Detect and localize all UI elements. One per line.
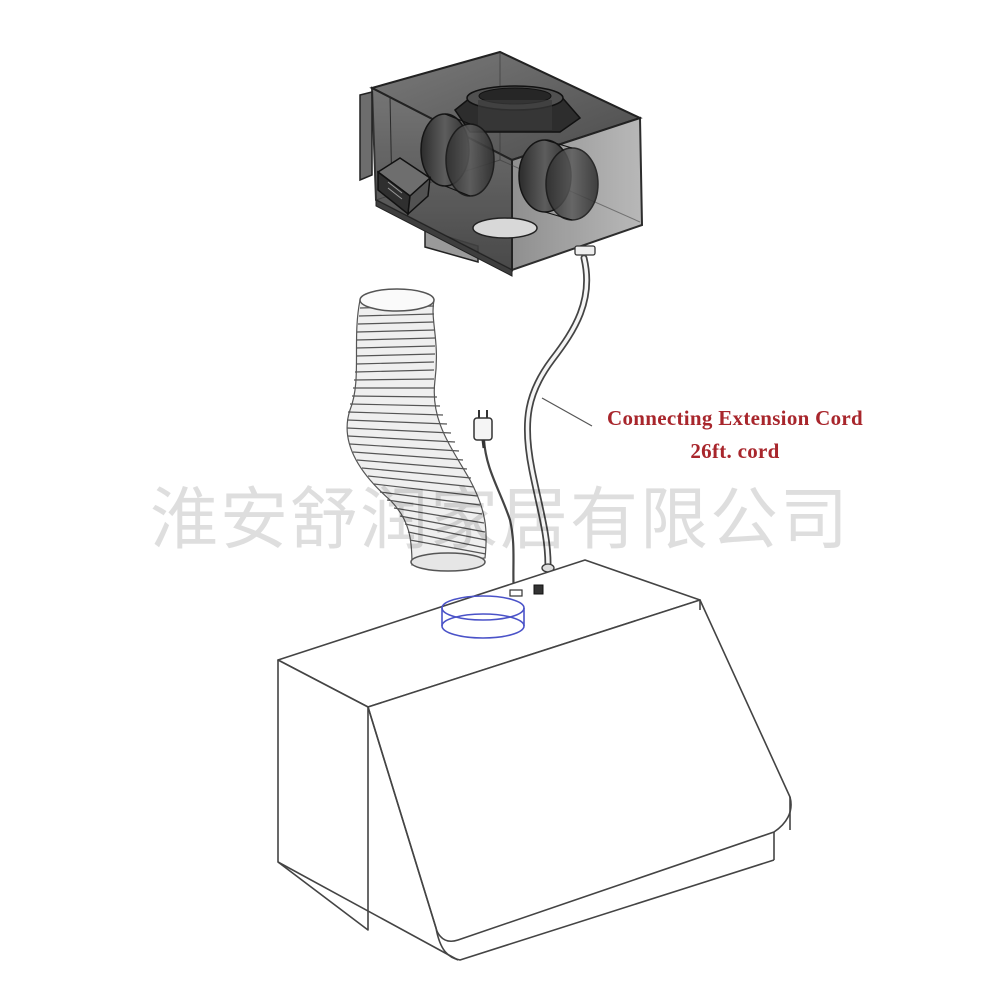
blower-unit — [359, 50, 644, 277]
flexible-duct — [346, 288, 487, 572]
duct-bottom-opening — [410, 552, 486, 572]
blower-wheel-left — [420, 113, 495, 197]
range-hood-body — [277, 559, 792, 961]
callout-leader-line — [541, 397, 593, 427]
duct-top-opening — [359, 288, 435, 312]
extension-cord-callout: Connecting Extension Cord 26ft. cord — [560, 402, 910, 468]
hood-duct-collar — [441, 595, 525, 639]
extension-cord — [523, 254, 591, 573]
power-plug-icon — [473, 410, 493, 449]
blower-outlet-collar — [453, 85, 582, 133]
hood-power-cord — [473, 410, 516, 597]
blower-receptacle — [574, 245, 596, 256]
hood-outlet-socket — [533, 584, 544, 595]
cord-name-label: Connecting Extension Cord — [606, 406, 864, 430]
blower-wheel-right — [518, 139, 599, 221]
blower-bottom-opening — [472, 217, 538, 239]
junction-box — [376, 157, 432, 216]
cord-length-label: 26ft. cord — [690, 439, 780, 463]
hood-cord-grommet — [509, 589, 523, 597]
